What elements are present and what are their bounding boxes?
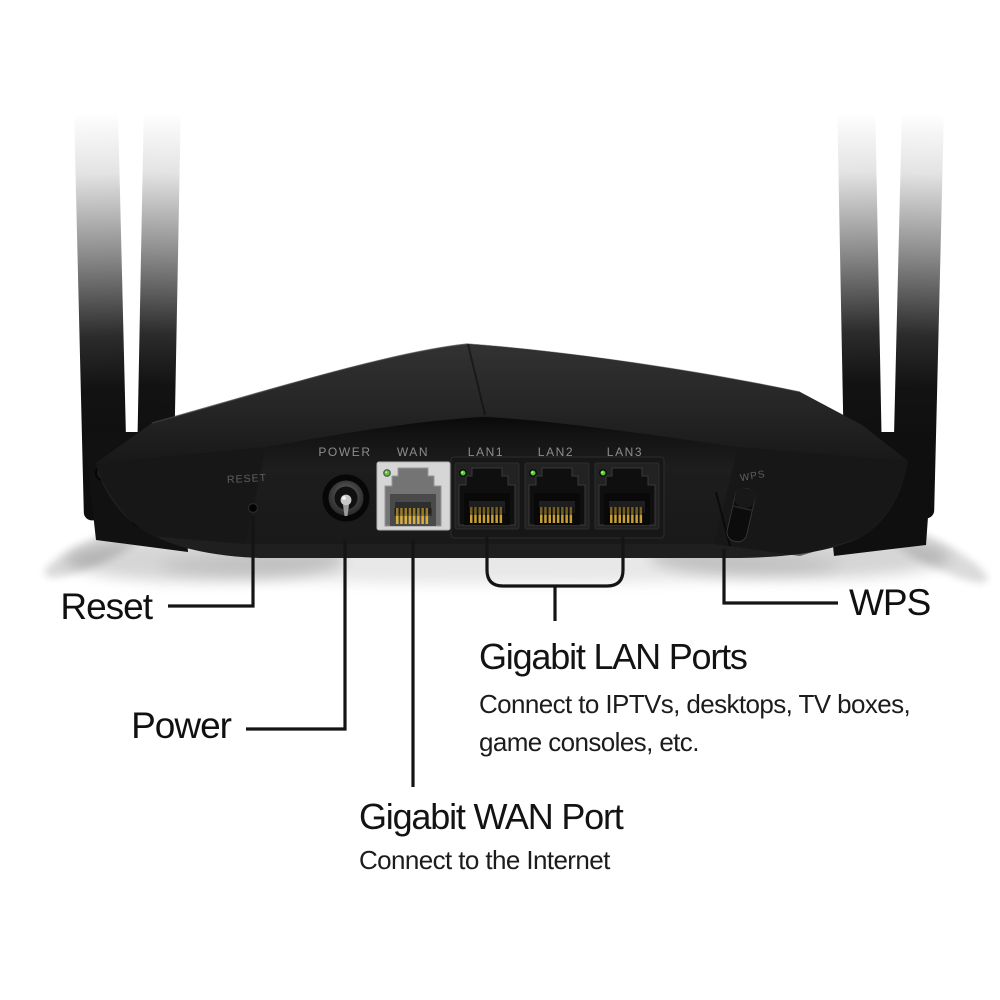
body-top-face [96,344,908,463]
reset-port-label: RESET [226,471,268,487]
power-callout-label: Power [131,705,232,746]
wps-callout-label: WPS [849,582,931,623]
wan-led [383,469,391,477]
right-outer-antenna [892,111,944,519]
wan-port-label: WAN [396,445,430,459]
power-port-label: POWER [318,445,372,459]
left-outer-antenna [74,111,128,521]
reset-hole [248,503,258,513]
lan2-port-label: LAN2 [537,445,575,459]
antennas [74,111,944,521]
body-right-facet [714,447,908,556]
left-inner-antenna [136,111,181,517]
lan2-port [524,462,590,530]
lan1-port-label: LAN1 [467,445,505,459]
lan-ports-title: Gigabit LAN Ports [479,636,748,677]
lan-ports-description-line1: Connect to IPTVs, desktops, TV boxes, [479,689,911,719]
ports [248,456,756,547]
wan-port-description: Connect to the Internet [359,845,610,875]
lan3-port [594,462,660,530]
lan-bracket [485,537,625,621]
wan-port [376,461,451,531]
right-inner-antenna [837,111,883,513]
wps-button [715,487,756,547]
power-jack [322,474,370,522]
wps-leader-line [722,549,838,605]
reset-leader-line [168,516,255,608]
callout-lines [168,516,838,787]
lan-ports-description-line2: game consoles, etc. [479,727,699,757]
lan3-port-label: LAN3 [606,445,644,459]
wan-port-title: Gigabit WAN Port [359,796,624,837]
body-left-facet [96,447,266,544]
reset-callout-label: Reset [60,586,153,627]
power-leader-line [246,540,347,731]
lan1-port [454,462,520,530]
